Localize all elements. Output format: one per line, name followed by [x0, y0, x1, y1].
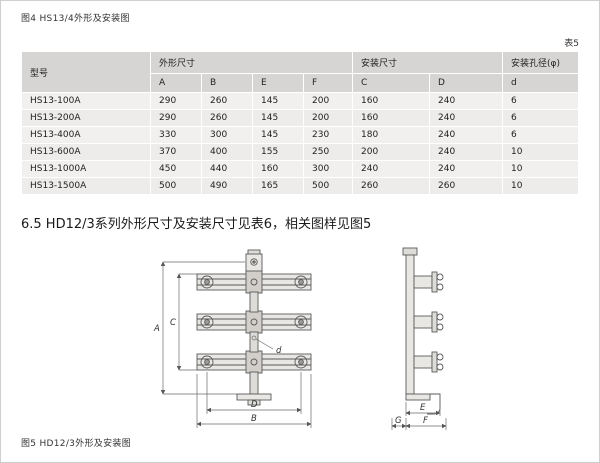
cell-hole-d: 6	[503, 127, 578, 143]
cell-hole-d: 10	[503, 178, 578, 194]
header-dim-d-install: D	[430, 74, 503, 92]
cell-dim-a: 500	[151, 178, 201, 194]
cell-hole-d: 6	[503, 110, 578, 126]
header-dim-a: A	[151, 74, 201, 92]
cell-hole-d: 10	[503, 161, 578, 177]
cell-dim-c: 160	[353, 93, 430, 109]
cell-model: HS13-200A	[22, 110, 150, 126]
dim-label-F: F	[423, 416, 428, 426]
header-group-outline: 外形尺寸	[151, 52, 353, 73]
pole-assembly	[196, 310, 312, 334]
cell-dim-f: 200	[304, 110, 353, 126]
cell-model: HS13-1000A	[22, 161, 150, 177]
section-heading: 6.5 HD12/3系列外形尺寸及安装尺寸见表6，相关图样见图5	[21, 217, 372, 232]
cell-dim-d-install: 240	[430, 127, 503, 143]
cell-model: HS13-100A	[22, 93, 150, 109]
cell-dim-d-install: 240	[430, 110, 503, 126]
cell-dim-e: 155	[253, 144, 303, 160]
table-group-header-row: 型号 外形尺寸 安装尺寸 安装孔径(φ)	[22, 52, 578, 92]
cell-dim-f: 230	[304, 127, 353, 143]
cell-dim-c: 240	[353, 161, 430, 177]
cell-dim-f: 500	[304, 178, 353, 194]
cell-model: HS13-600A	[22, 144, 150, 160]
dimension-lines-front	[160, 261, 312, 428]
operating-stem	[249, 371, 259, 395]
cell-dim-e: 145	[253, 127, 303, 143]
switch-blade	[249, 331, 259, 353]
mount-rail	[405, 253, 415, 395]
dim-label-C: C	[170, 318, 176, 328]
table-row: HS13-100A 290 260 145 200 160 240 6	[22, 93, 578, 109]
cell-dim-c: 160	[353, 110, 430, 126]
pole-arm	[413, 271, 444, 293]
front-view-drawing: A C d D B	[153, 249, 312, 428]
cell-dim-c: 200	[353, 144, 430, 160]
switch-blade	[249, 291, 259, 313]
table5-label: 表5	[564, 39, 579, 49]
top-mount-tab	[245, 249, 263, 273]
pole-arm	[413, 311, 444, 333]
cell-model: HS13-1500A	[22, 178, 150, 194]
header-group-install: 安装尺寸	[353, 52, 503, 73]
cell-dim-e: 145	[253, 110, 303, 126]
dim-label-G: G	[395, 416, 402, 426]
cell-dim-a: 290	[151, 110, 201, 126]
table-row: HS13-400A 330 300 145 230 180 240 6	[22, 127, 578, 143]
cell-dim-b: 260	[202, 93, 252, 109]
cell-dim-a: 370	[151, 144, 201, 160]
cell-hole-d: 6	[503, 93, 578, 109]
header-hole-d: d	[503, 74, 578, 92]
table-row: HS13-600A 370 400 155 250 200 240 10	[22, 144, 578, 160]
header-dim-f: F	[304, 74, 353, 92]
table-row: HS13-200A 290 260 145 200 160 240 6	[22, 110, 578, 126]
side-view-drawing: E G F	[391, 247, 447, 430]
dim-label-D: D	[251, 400, 258, 410]
cell-dim-e: 145	[253, 93, 303, 109]
header-dim-e: E	[253, 74, 303, 92]
figure4-caption: 图4 HS13/4外形及安装图	[21, 14, 130, 24]
table-row: HS13-1000A 450 440 160 300 240 240 10	[22, 161, 578, 177]
dim-label-A: A	[153, 324, 160, 334]
cell-dim-b: 440	[202, 161, 252, 177]
dimensions-table: 型号 外形尺寸 安装尺寸 安装孔径(φ) A B E F C D d HS13-…	[21, 51, 579, 195]
technical-drawings: A C d D B	[149, 242, 579, 434]
cell-model: HS13-400A	[22, 127, 150, 143]
cell-dim-d-install: 240	[430, 144, 503, 160]
header-group-hole: 安装孔径(φ)	[503, 52, 578, 73]
dimension-lines-side	[391, 402, 447, 430]
cell-dim-b: 260	[202, 110, 252, 126]
bottom-bracket	[405, 393, 431, 401]
cell-dim-e: 160	[253, 161, 303, 177]
cell-dim-a: 330	[151, 127, 201, 143]
cell-dim-b: 490	[202, 178, 252, 194]
cell-hole-d: 10	[503, 144, 578, 160]
cell-dim-b: 300	[202, 127, 252, 143]
cell-dim-e: 165	[253, 178, 303, 194]
dim-label-E: E	[420, 403, 426, 413]
cell-dim-c: 180	[353, 127, 430, 143]
header-model: 型号	[22, 52, 150, 92]
cell-dim-d-install: 240	[430, 161, 503, 177]
table-subheader-row: A B E F C D d	[22, 74, 578, 92]
cell-dim-d-install: 260	[430, 178, 503, 194]
top-mount-tab	[402, 247, 418, 256]
figure5-caption: 图5 HD12/3外形及安装图	[21, 439, 131, 449]
cell-dim-b: 400	[202, 144, 252, 160]
cell-dim-c: 260	[353, 178, 430, 194]
pole-arm	[413, 351, 444, 373]
dim-label-d: d	[276, 346, 282, 356]
cell-dim-f: 200	[304, 93, 353, 109]
dim-label-B: B	[251, 414, 257, 424]
bottom-bracket	[247, 399, 261, 406]
cell-dim-d-install: 240	[430, 93, 503, 109]
cell-dim-f: 300	[304, 161, 353, 177]
cell-dim-a: 450	[151, 161, 201, 177]
cell-dim-a: 290	[151, 93, 201, 109]
cell-dim-f: 250	[304, 144, 353, 160]
pole-assembly	[196, 350, 312, 374]
header-dim-b: B	[202, 74, 252, 92]
pole-assembly	[196, 270, 312, 294]
header-dim-c: C	[353, 74, 430, 92]
table-row: HS13-1500A 500 490 165 500 260 260 10	[22, 178, 578, 194]
